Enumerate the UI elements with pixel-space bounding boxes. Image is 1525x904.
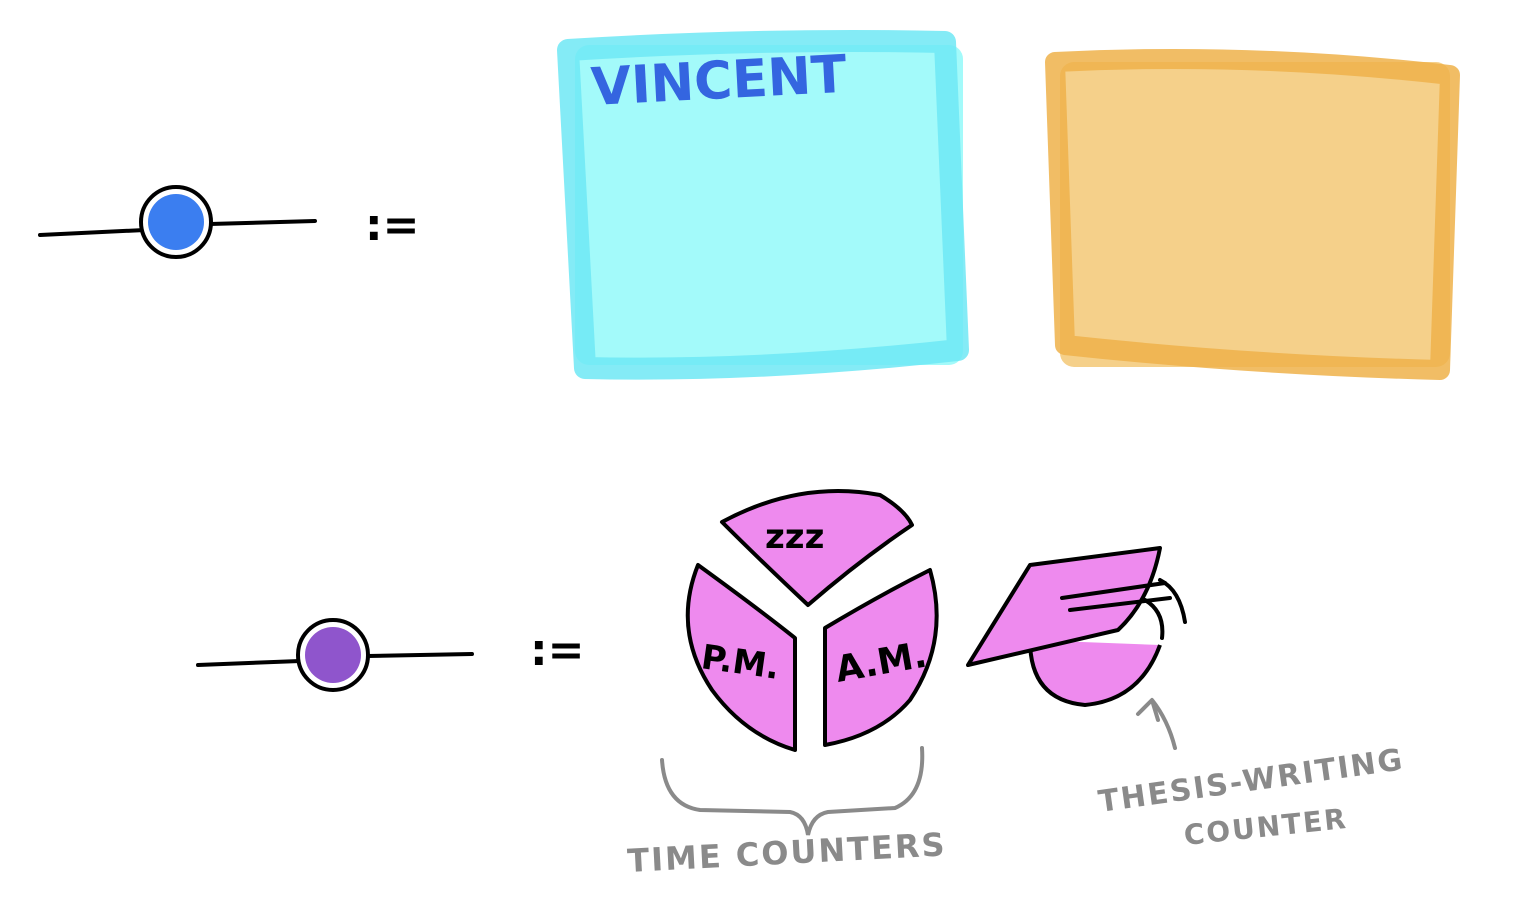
- counter-segment-top: [720, 489, 914, 607]
- thesis-label-line2: COUNTER: [1182, 802, 1349, 852]
- definition-symbol-row2: :=: [530, 625, 584, 676]
- time-counters: zzz P.M. A.M.: [685, 489, 939, 752]
- segment-label-top: zzz: [765, 517, 824, 557]
- time-counters-label: TIME COUNTERS: [626, 825, 947, 880]
- time-counters-brace: [660, 746, 925, 836]
- counter-segment-left: [685, 563, 797, 752]
- orange-box: [1045, 48, 1460, 380]
- blue-node-diagram: [38, 185, 317, 259]
- thesis-label-line1: THESIS-WRITING: [1096, 742, 1406, 820]
- graduation-cap-icon: [966, 546, 1187, 707]
- purple-node: [305, 627, 361, 683]
- vincent-label: VINCENT: [590, 45, 849, 118]
- counter-segment-right: [823, 568, 939, 747]
- purple-node-diagram: [196, 618, 474, 692]
- arrow-up-icon: [1136, 698, 1177, 750]
- definition-symbol-row1: :=: [365, 200, 419, 251]
- blue-node: [148, 194, 204, 250]
- vincent-box: VINCENT: [557, 30, 969, 380]
